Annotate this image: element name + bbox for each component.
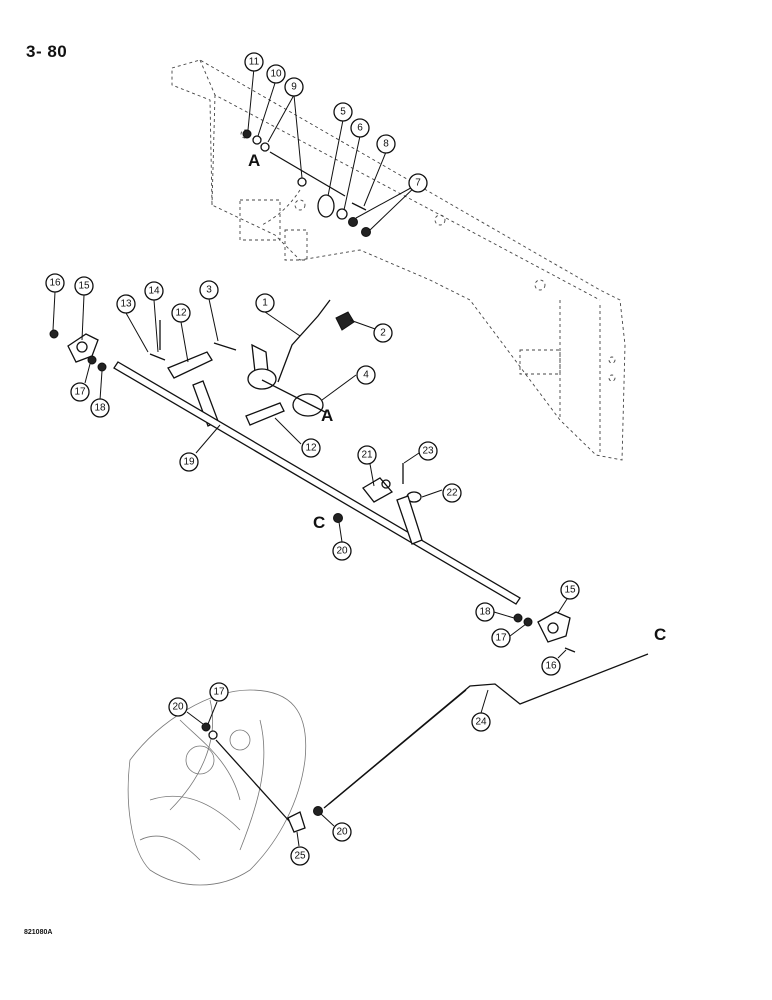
- svg-text:20: 20: [336, 827, 348, 838]
- svg-text:17: 17: [213, 687, 225, 698]
- ref-letter-a-lower: A: [321, 406, 333, 425]
- callout-3: 3: [199, 280, 219, 300]
- svg-text:23: 23: [422, 446, 434, 457]
- svg-text:5: 5: [340, 107, 346, 118]
- svg-text:14: 14: [148, 286, 160, 297]
- callout-6: 6: [350, 118, 370, 138]
- callout-24: 24: [471, 712, 491, 732]
- cross-shaft: [113, 361, 521, 605]
- bearing-flange-left: [49, 329, 107, 372]
- callout-8: 8: [376, 134, 396, 154]
- svg-text:20: 20: [172, 702, 184, 713]
- ref-letter-a-upper: A: [248, 151, 260, 170]
- svg-text:18: 18: [94, 403, 106, 414]
- svg-text:24: 24: [475, 717, 487, 728]
- svg-text:6: 6: [357, 123, 363, 134]
- frame-pivot-hardware: [242, 129, 371, 237]
- callout-11: 11: [244, 52, 264, 72]
- svg-text:8: 8: [383, 139, 389, 150]
- engine-linkage: [201, 722, 306, 833]
- callout-12-lower: 12: [301, 438, 321, 458]
- ref-letter-c-rod: C: [654, 625, 666, 644]
- callout-25: 25: [290, 846, 310, 866]
- callout-1: 1: [255, 293, 275, 313]
- svg-text:12: 12: [175, 308, 187, 319]
- callout-7: 7: [408, 173, 428, 193]
- callout-18-right: 18: [475, 602, 495, 622]
- svg-text:4: 4: [363, 370, 369, 381]
- callout-14: 14: [144, 281, 164, 301]
- callout-5: 5: [333, 102, 353, 122]
- svg-text:7: 7: [415, 178, 421, 189]
- callout-10: 10: [266, 64, 286, 84]
- callout-17-left: 17: [70, 382, 90, 402]
- svg-text:16: 16: [49, 278, 61, 289]
- svg-text:18: 18: [479, 607, 491, 618]
- callout-13: 13: [116, 294, 136, 314]
- bearing-flange-right: [513, 611, 576, 653]
- callout-16-right: 16: [541, 656, 561, 676]
- callout-17-engine: 17: [209, 682, 229, 702]
- callout-20-shaft: 20: [332, 541, 352, 561]
- callout-20-rod: 20: [332, 822, 352, 842]
- svg-text:15: 15: [78, 281, 90, 292]
- svg-text:15: 15: [564, 585, 576, 596]
- frame-rail: [171, 59, 626, 461]
- callout-18-left: 18: [90, 398, 110, 418]
- callout-12-upper: 12: [171, 303, 191, 323]
- svg-text:2: 2: [380, 328, 386, 339]
- callout-23: 23: [418, 441, 438, 461]
- callout-22: 22: [442, 483, 462, 503]
- svg-text:19: 19: [183, 457, 195, 468]
- svg-text:3: 3: [206, 285, 212, 296]
- control-rod: [313, 653, 649, 816]
- svg-text:13: 13: [120, 299, 132, 310]
- callout-17-right: 17: [491, 628, 511, 648]
- callout-15-left: 15: [74, 276, 94, 296]
- svg-text:21: 21: [361, 450, 373, 461]
- callout-2: 2: [373, 323, 393, 343]
- svg-text:17: 17: [74, 387, 86, 398]
- svg-text:10: 10: [270, 69, 282, 80]
- page-number: 3- 80: [26, 42, 68, 61]
- svg-text:9: 9: [291, 82, 297, 93]
- engine-sketch: [127, 689, 307, 886]
- svg-text:16: 16: [545, 661, 557, 672]
- callout-21: 21: [357, 445, 377, 465]
- figure-code: 821080A: [24, 929, 53, 936]
- svg-text:11: 11: [249, 57, 260, 68]
- svg-text:17: 17: [495, 633, 507, 644]
- svg-text:22: 22: [446, 488, 458, 499]
- svg-text:20: 20: [336, 546, 348, 557]
- pedal-lever: [247, 299, 355, 417]
- ref-letter-c-shaft: C: [313, 513, 325, 532]
- callout-15-right: 15: [560, 580, 580, 600]
- callout-20-engine: 20: [168, 697, 188, 717]
- callout-9: 9: [284, 77, 304, 97]
- callout-19: 19: [179, 452, 199, 472]
- svg-text:12: 12: [305, 443, 317, 454]
- svg-text:1: 1: [262, 298, 268, 309]
- callout-16-left: 16: [45, 273, 65, 293]
- svg-text:25: 25: [294, 851, 306, 862]
- leader-lines: [52, 67, 568, 847]
- callout-4: 4: [356, 365, 376, 385]
- shaft-lever: [333, 463, 423, 545]
